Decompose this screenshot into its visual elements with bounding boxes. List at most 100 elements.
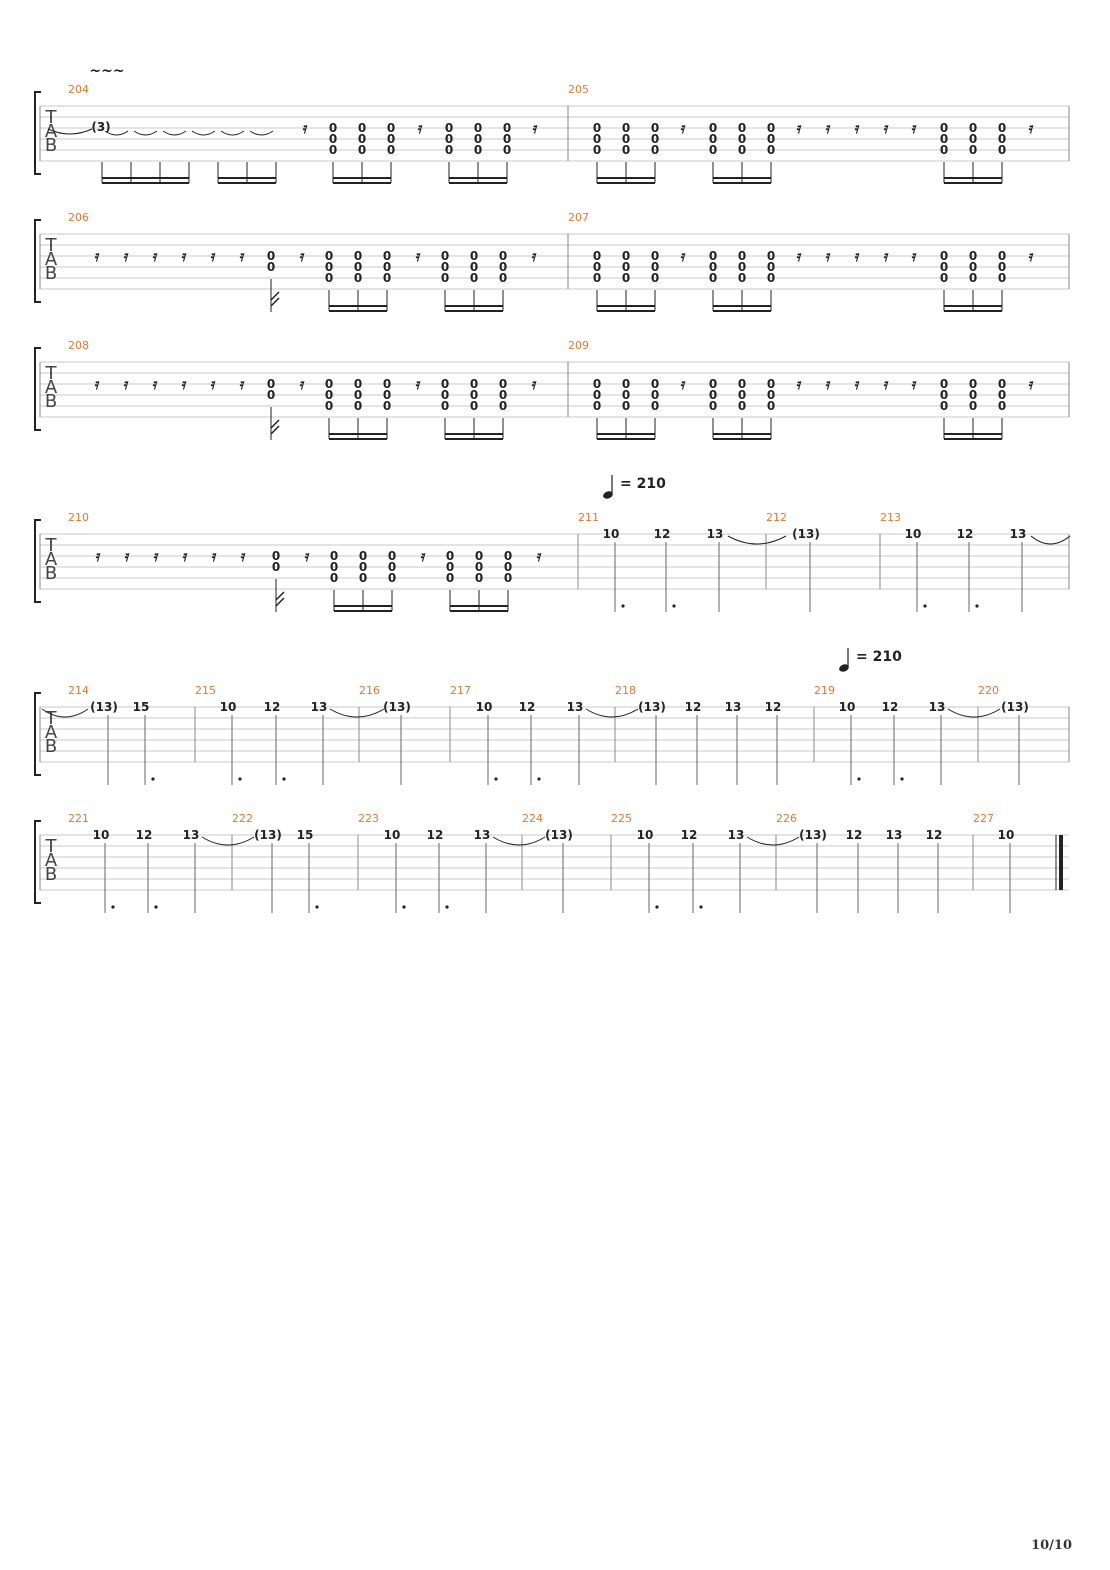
- tempo-note-icon: [839, 664, 849, 672]
- fret-number: 10: [603, 527, 620, 541]
- fret-number: 13: [1010, 527, 1027, 541]
- fret-number: 0: [593, 121, 601, 135]
- sixteenth-rest-2: 𝄿: [825, 247, 831, 265]
- sixteenth-rest-3: 𝄿: [181, 247, 187, 265]
- fret-number: 12: [264, 700, 281, 714]
- tie-arc: [1030, 535, 1071, 545]
- fret-number: 0: [940, 121, 948, 135]
- fret-number: 0: [503, 143, 511, 157]
- tie-arc: [492, 836, 546, 846]
- sixteenth-rest-0: 𝄿: [680, 247, 686, 265]
- note-flag: [270, 425, 280, 435]
- tab-clef-a: A: [45, 722, 58, 743]
- note-flag: [270, 291, 280, 301]
- sixteenth-rest-3: 𝄿: [854, 375, 860, 393]
- fret-number: 10: [839, 700, 856, 714]
- fret-number: 0: [358, 132, 366, 146]
- measure-number: 224: [522, 812, 543, 825]
- tab-clef-t: T: [45, 836, 58, 857]
- fret-number: 13: [567, 700, 584, 714]
- fret-number: 0: [330, 571, 338, 585]
- sixteenth-rest-1: 𝄿: [123, 247, 129, 265]
- sixteenth-rest-4: 𝄿: [883, 375, 889, 393]
- fret-number: 0: [593, 143, 601, 157]
- fret-number: 0: [329, 121, 337, 135]
- rhythm-dot: [975, 604, 979, 608]
- fret-number: 0: [738, 271, 746, 285]
- fret-number: 0: [267, 377, 275, 391]
- fret-number: 0: [998, 271, 1006, 285]
- fret-number: 0: [622, 249, 630, 263]
- rhythm-dot: [900, 777, 904, 781]
- sixteenth-rest-1: 𝄿: [123, 375, 129, 393]
- sixteenth-rest-a: 𝄿: [304, 547, 310, 565]
- fret-number: 0: [709, 260, 717, 274]
- fret-number: 0: [709, 143, 717, 157]
- fret-number: 15: [297, 828, 314, 842]
- fret-number: 0: [354, 399, 362, 413]
- sixteenth-rest-3: 𝄿: [854, 119, 860, 137]
- fret-number: 0: [969, 143, 977, 157]
- fret-number: 0: [441, 249, 449, 263]
- fret-number: 0: [593, 399, 601, 413]
- tab-clef-t: T: [45, 363, 58, 384]
- sixteenth-rest-c: 𝄿: [536, 547, 542, 565]
- fret-number: 0: [354, 260, 362, 274]
- measure-number: 226: [776, 812, 797, 825]
- fret-number: 12: [957, 527, 974, 541]
- tied-note-label: (13): [1001, 700, 1029, 714]
- fret-number: 0: [969, 377, 977, 391]
- fret-number: 0: [330, 549, 338, 563]
- fret-number: 0: [441, 388, 449, 402]
- fret-number: 0: [998, 132, 1006, 146]
- sixteenth-rest-4: 𝄿: [211, 547, 217, 565]
- fret-number: 0: [738, 143, 746, 157]
- fret-number: 0: [709, 132, 717, 146]
- fret-number: 0: [503, 121, 511, 135]
- fret-number: 12: [427, 828, 444, 842]
- fret-number: 0: [767, 132, 775, 146]
- measure-number: 207: [568, 211, 589, 224]
- tied-note-label: (13): [799, 828, 827, 842]
- fret-number: 0: [445, 121, 453, 135]
- fret-number: 0: [441, 399, 449, 413]
- fret-number: 12: [846, 828, 863, 842]
- tied-note-label: (13): [383, 700, 411, 714]
- fret-number: 0: [738, 249, 746, 263]
- fret-number: 0: [441, 271, 449, 285]
- fret-number: 10: [476, 700, 493, 714]
- note-flag: [275, 591, 285, 601]
- measure-number: 220: [978, 684, 999, 697]
- sixteenth-rest-5: 𝄿: [239, 247, 245, 265]
- fret-number: 0: [446, 549, 454, 563]
- fret-number: 0: [499, 377, 507, 391]
- fret-number: 0: [969, 399, 977, 413]
- tie-arc: [104, 130, 129, 136]
- fret-number: 0: [325, 271, 333, 285]
- fret-number: 0: [593, 271, 601, 285]
- rhythm-dot: [621, 604, 625, 608]
- rhythm-dot: [402, 905, 406, 909]
- fret-number: 0: [998, 143, 1006, 157]
- system-bracket: [34, 519, 41, 603]
- fret-number: 0: [622, 399, 630, 413]
- fret-number: 13: [474, 828, 491, 842]
- fret-number: 0: [470, 377, 478, 391]
- fret-number: 0: [709, 377, 717, 391]
- fret-number: 0: [940, 249, 948, 263]
- fret-number: 0: [329, 143, 337, 157]
- system-bracket: [34, 820, 41, 904]
- tied-note-label: (13): [792, 527, 820, 541]
- fret-number: 0: [354, 271, 362, 285]
- fret-number: 0: [767, 271, 775, 285]
- fret-number: 0: [354, 377, 362, 391]
- fret-number: 0: [267, 260, 275, 274]
- note-flag: [275, 597, 285, 607]
- fret-number: 0: [383, 249, 391, 263]
- rhythm-dot: [315, 905, 319, 909]
- tie-arc: [249, 130, 274, 136]
- fret-number: 0: [767, 121, 775, 135]
- measure-number: 205: [568, 83, 589, 96]
- measure-number: 209: [568, 339, 589, 352]
- fret-number: 12: [882, 700, 899, 714]
